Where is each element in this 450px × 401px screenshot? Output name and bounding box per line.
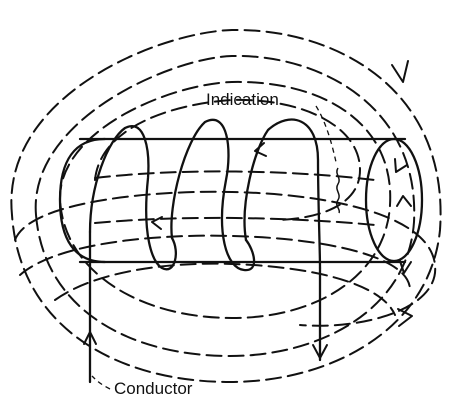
coil-loop-3 [243,118,322,270]
indication-marker [315,105,341,214]
field-line-outer [10,28,442,384]
arrow-conductor-down [312,344,328,359]
indication-label: Indication [206,90,279,109]
arrow-outer-right [391,60,409,83]
indication-leader-line [315,105,337,163]
arrow-conductor-up [83,331,97,345]
field-line-lower-3 [54,262,396,316]
arrow-right-end [394,158,408,173]
coil-loop-2 [170,118,256,272]
cylinder [58,137,424,264]
field-line-inner-2 [94,216,376,226]
cylinder-left-end [58,137,107,264]
coil-loop-1 [88,125,177,271]
indication-crack [336,167,341,214]
field-line-4 [94,98,362,221]
field-lines [10,28,442,384]
conductor-label: Conductor [114,379,193,398]
conductor-coil [88,118,322,384]
arrow-lower-right-vertical [399,260,412,274]
arrow-right-end-lower [396,195,412,207]
arrow-inner-upper [254,142,267,157]
arrow-inner-lower [151,216,163,230]
conductor-leader-line [91,375,111,390]
arrow-lower-right [397,308,413,327]
field-line-inner-1 [94,170,376,181]
field-line-2 [34,54,416,358]
direction-arrows [83,60,413,359]
field-line-3 [58,80,392,320]
cylinder-right-end [364,137,424,263]
